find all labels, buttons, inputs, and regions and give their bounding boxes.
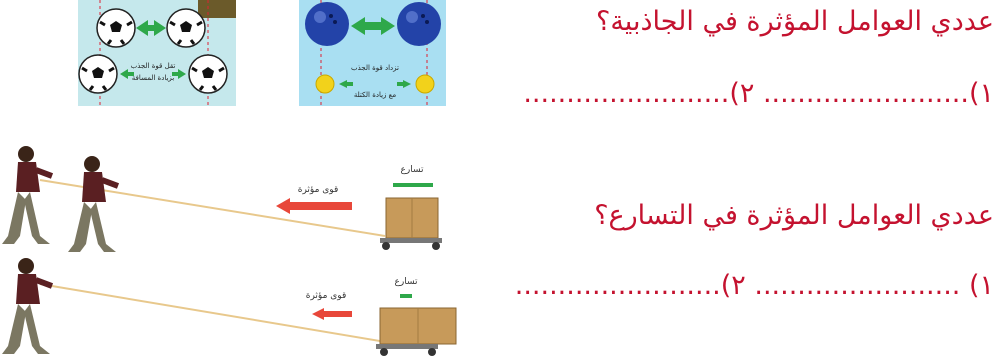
force-label-top: قوى مؤثرة	[298, 185, 339, 195]
person-pulling-icon	[2, 258, 54, 354]
question-acceleration-factors: عددي العوامل المؤثرة في التسارع؟	[594, 200, 994, 231]
rope-pull-one-person-illustration: قوى مؤثرة تسارع	[0, 256, 470, 358]
bowling-ball-icon	[305, 2, 349, 46]
soccer-caption-line1: تقل قوة الجذب	[131, 62, 176, 70]
soccer-ball-icon	[166, 8, 206, 48]
answer-line-acceleration: ١) ........................ ٢)..........…	[514, 270, 994, 301]
soccer-gravity-illustration: تقل قوة الجذب بزيادة المسافة	[78, 0, 236, 106]
bowling-caption-line1: تزداد قوة الجذب	[351, 64, 399, 72]
bowling-gravity-illustration: تزداد قوة الجذب مع زيادة الكتلة	[299, 0, 446, 106]
bowling-ball-icon	[397, 2, 441, 46]
box-on-cart-icon	[376, 307, 457, 356]
yellow-ball-icon	[415, 74, 435, 94]
soccer-ball-icon	[78, 54, 118, 94]
acceleration-bar-bottom	[400, 294, 412, 298]
soccer-ball-icon	[188, 54, 228, 94]
soccer-caption-line2: بزيادة المسافة	[132, 74, 175, 82]
yellow-ball-icon	[315, 74, 335, 94]
acceleration-bar-top	[393, 183, 433, 187]
question-gravity-factors: عددي العوامل المؤثرة في الجاذبية؟	[595, 6, 994, 37]
rope-pull-two-people-illustration: قوى مؤثرة تسارع	[0, 140, 460, 258]
acceleration-label-bottom: تسارع	[395, 277, 418, 287]
person-pulling-icon	[68, 156, 120, 252]
answer-line-gravity: ١)........................ ٢)...........…	[523, 78, 994, 109]
bowling-caption-line2: مع زيادة الكتلة	[354, 91, 397, 99]
acceleration-label-top: تسارع	[401, 165, 424, 175]
box-on-cart-icon	[380, 197, 442, 250]
force-label-bottom: قوى مؤثرة	[306, 291, 347, 301]
person-pulling-icon	[2, 146, 54, 244]
soccer-ball-icon	[96, 8, 136, 48]
